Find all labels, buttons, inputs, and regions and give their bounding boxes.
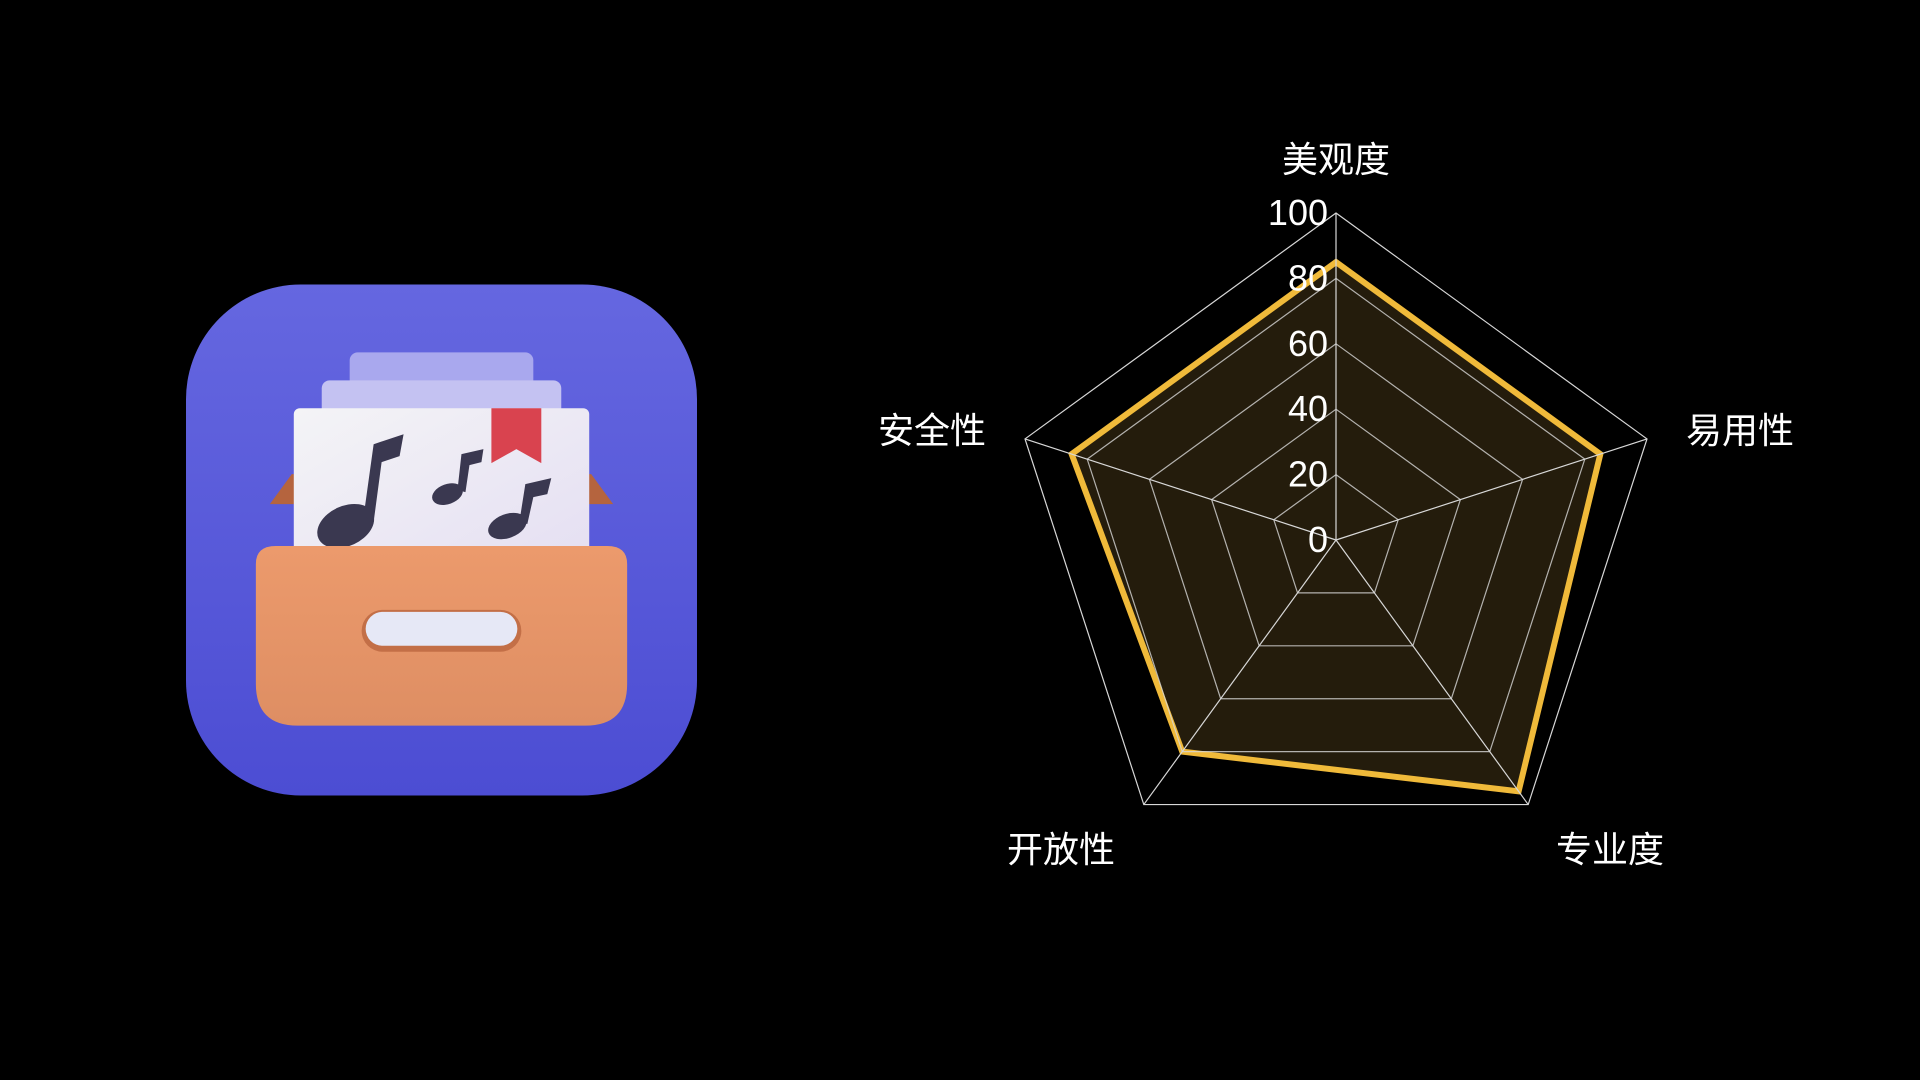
grid-ring-inner-40 (1210, 408, 1462, 647)
grid-ring-100 (1024, 212, 1648, 806)
grid-ring-inner-20 (1273, 473, 1399, 594)
axis-label-0: 美观度 (1282, 139, 1390, 180)
axis-label-4: 安全性 (878, 410, 986, 451)
tick-label-40: 40 (1288, 388, 1328, 429)
music-note-icon (317, 434, 552, 549)
grid-ring-inner-60 (1148, 343, 1524, 700)
axis-label-3: 开放性 (1007, 829, 1115, 870)
grid-ring-inner-80 (1086, 277, 1586, 753)
tick-label-20: 20 (1288, 454, 1328, 495)
tick-label-60: 60 (1288, 323, 1328, 364)
spoke-2 (1335, 539, 1529, 805)
bookmark-icon (491, 408, 542, 464)
axis-label-1: 易用性 (1686, 410, 1794, 451)
spoke-4 (1024, 438, 1337, 541)
spoke-3 (1143, 539, 1337, 805)
tick-label-100: 100 (1268, 192, 1328, 233)
axis-label-2: 专业度 (1556, 829, 1664, 870)
tick-label-80: 80 (1288, 257, 1328, 298)
app-icon (186, 284, 697, 796)
tick-label-0: 0 (1308, 519, 1328, 560)
spoke-1 (1335, 438, 1648, 541)
